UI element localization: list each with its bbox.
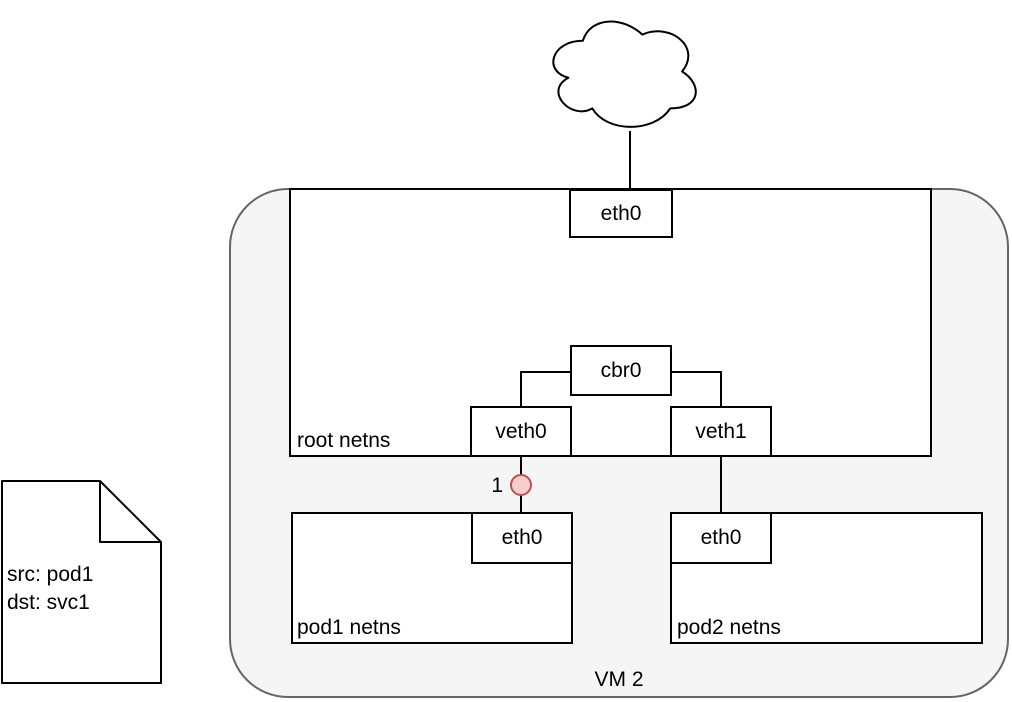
pod1-eth0-label: eth0: [501, 526, 543, 549]
pod2-eth0-label: eth0: [700, 526, 742, 549]
pod2-netns-label: pod2 netns: [677, 616, 781, 639]
cbr0-label: cbr0: [600, 359, 642, 382]
veth1-label: veth1: [695, 420, 747, 443]
packet-note-src-line: src: pod1: [7, 563, 94, 586]
packet-note-icon: [1, 480, 162, 684]
pod1-netns-box: [291, 512, 573, 644]
packet-note-dst-line: dst: svc1: [7, 591, 90, 614]
veth1-box: [670, 406, 772, 457]
pod1-netns-label: pod1 netns: [297, 616, 401, 639]
root-eth0-box: [569, 189, 673, 238]
vm2-label: VM 2: [594, 668, 644, 691]
root-eth0-label: eth0: [600, 202, 642, 225]
internet-cloud-icon: [552, 20, 697, 128]
cbr0-veth0-connector: [520, 371, 571, 407]
pod1-eth0-box: [471, 512, 573, 564]
cbr0-box: [570, 345, 672, 396]
pod2-eth0-box: [670, 512, 772, 564]
packet-hop-marker-circle: [510, 474, 532, 496]
packet-note-text: src: pod1 dst: svc1: [7, 561, 93, 617]
cbr0-veth1-connector: [671, 371, 722, 407]
packet-note-fold: [99, 481, 161, 543]
root-netns-label: root netns: [297, 429, 391, 452]
packet-hop-marker-label: 1: [491, 474, 503, 497]
veth0-label: veth0: [495, 420, 547, 443]
